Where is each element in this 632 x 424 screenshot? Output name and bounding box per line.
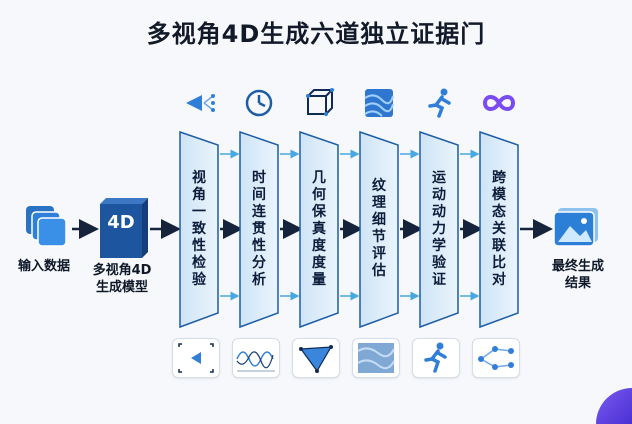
output-image-icon [553,208,598,247]
stage-label: 时间连贯性分析 [252,169,266,288]
stage-panel [239,130,279,329]
input-data-icon [26,206,67,247]
input-label: 输入数据 [17,259,70,274]
model-label-line1: 多视角4D [92,263,152,278]
stage-label: 运动动力学验证 [432,169,446,288]
infinity-icon [482,86,516,120]
model-label-line2: 生成模型 [95,280,148,295]
model-box-text: 4D [107,212,135,233]
stage-label: 几何保真度度量 [312,169,326,288]
stage-label: 跨模态关联比对 [492,169,506,288]
texture-icon [362,86,396,120]
view-frustum-icon [172,338,220,378]
running-person-small-icon [412,338,460,378]
clock-icon [242,86,276,120]
model-box [100,198,148,258]
cube-icon [302,86,336,120]
output-label-line1: 最终生成 [551,259,604,274]
waveform-chart-icon [232,338,280,378]
stage-panel [419,130,459,329]
node-link-icon [472,338,520,378]
output-label-line2: 结果 [564,276,591,291]
stage-panel [479,130,519,329]
multi-view-camera-icon [182,86,216,120]
page-title: 多视角4D生成六道独立证据门 [146,20,486,48]
texture-sample-icon [352,338,400,378]
output-label: 最终生成 结果 [540,258,616,292]
model-label: 多视角4D 生成模型 [84,262,160,296]
stage-label: 视角一致性检验 [192,169,206,288]
stage-panel [359,130,399,329]
stage-panel [179,130,219,329]
stage-panel [299,130,339,329]
stage-label: 纹理细节评估 [372,178,386,279]
mesh-triangle-icon [292,338,340,378]
running-person-icon [422,86,456,120]
